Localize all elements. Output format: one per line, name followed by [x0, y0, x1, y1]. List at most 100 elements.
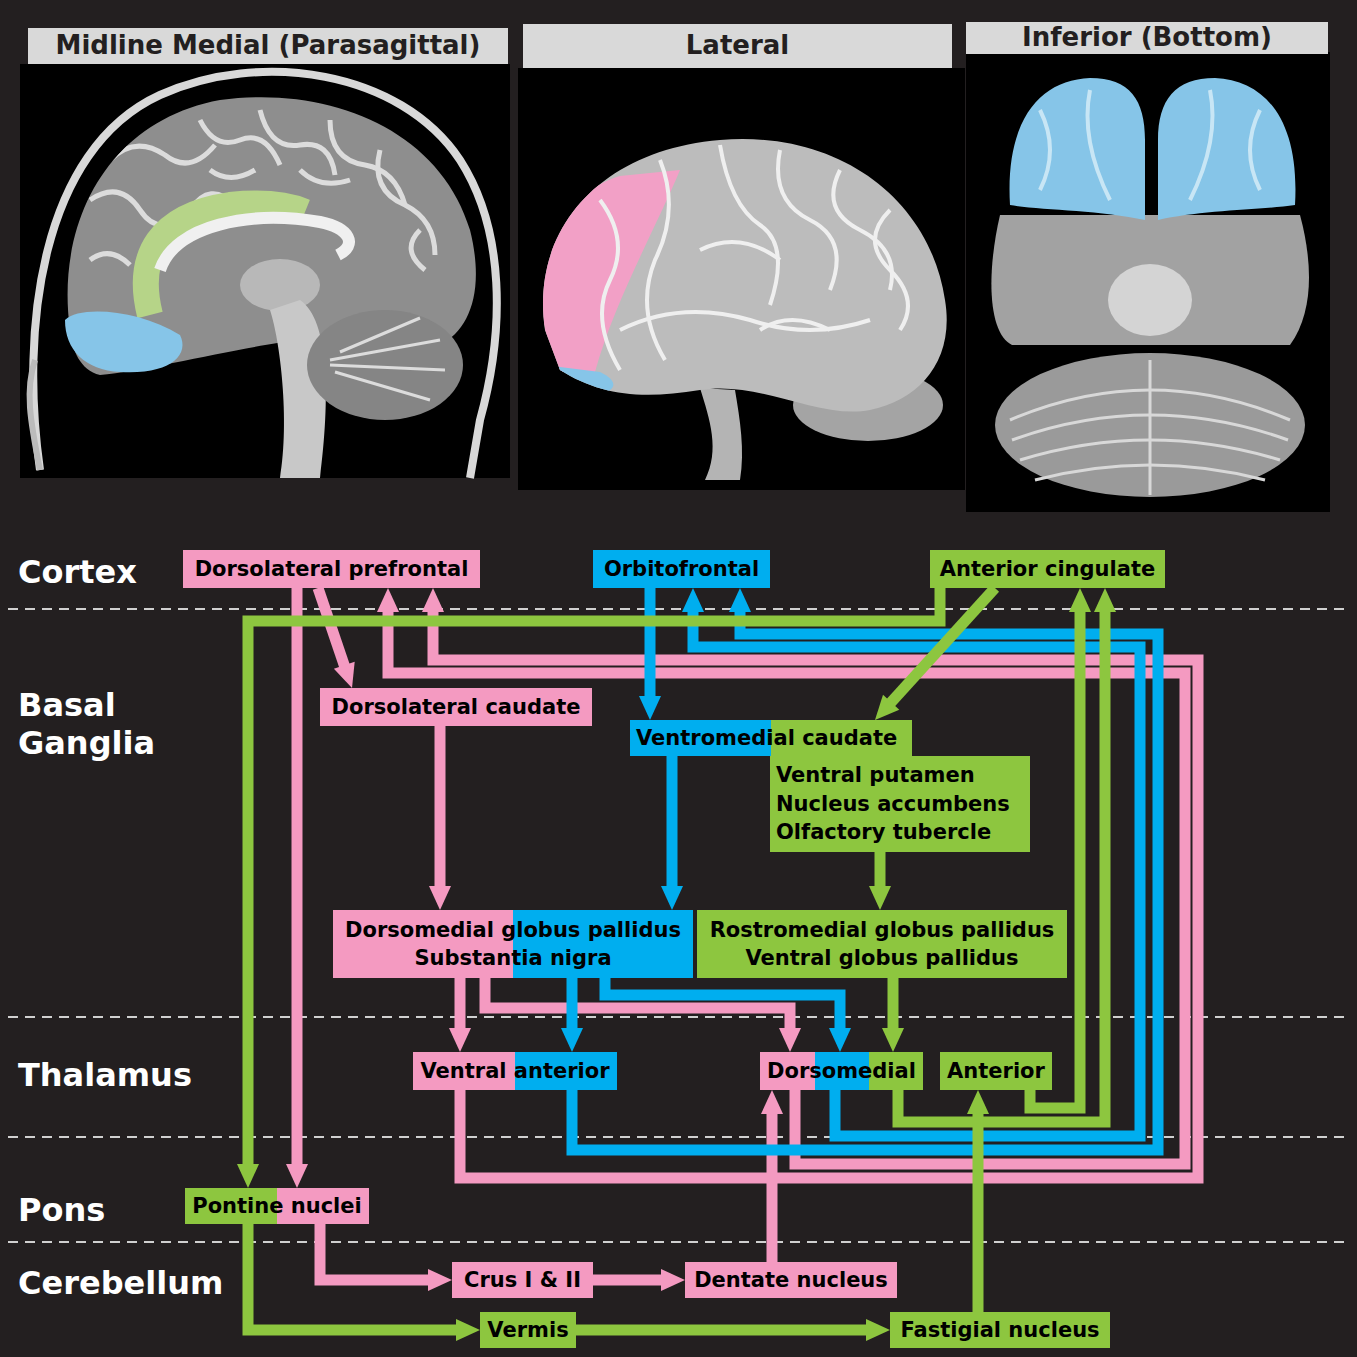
- arrow-head: [869, 886, 891, 910]
- region-box: Anterior cingulate: [930, 550, 1165, 588]
- region-box: Anterior: [940, 1052, 1052, 1090]
- region-label: Crus I & II: [464, 1266, 581, 1294]
- brain-shape: [1010, 78, 1145, 220]
- brain-shape: [542, 145, 908, 394]
- connector-arrow: [561, 978, 583, 1052]
- connector-line: [593, 1275, 663, 1286]
- panel-lateral: [518, 68, 965, 490]
- brain-shape: [300, 170, 350, 183]
- arrow-head: [237, 1164, 259, 1188]
- arrow-head: [967, 1090, 989, 1114]
- panel-title: Midline Medial (Parasagittal): [56, 30, 481, 61]
- arrow-head: [761, 1090, 783, 1114]
- arrow-head: [639, 696, 661, 720]
- region-box: Orbitofrontal: [593, 550, 770, 588]
- connector-line: [248, 1224, 458, 1330]
- arrow-head: [429, 886, 451, 910]
- connector-arrow: [572, 588, 1158, 1150]
- region-label: Ventromedial caudate: [636, 724, 897, 752]
- connector-line: [693, 610, 1140, 1136]
- connector-line: [1030, 610, 1080, 1108]
- region-box: Pontine nuclei: [185, 1188, 369, 1224]
- connector-line: [455, 978, 466, 1030]
- connector-line: [605, 978, 840, 1030]
- connector-line: [645, 588, 656, 698]
- region-label: Pontine nuclei: [192, 1192, 362, 1220]
- connector-line: [572, 610, 1158, 1150]
- region-box: Dorsolateral prefrontal: [183, 550, 480, 588]
- brain-shape: [875, 210, 908, 330]
- connector-line: [888, 978, 899, 1030]
- level-label: Thalamus: [18, 1056, 318, 1094]
- connector-arrow: [639, 588, 661, 720]
- connector-arrow: [898, 588, 1116, 1122]
- arrow-head: [661, 886, 683, 910]
- brain-shape: [620, 312, 870, 330]
- panel-inferior: [966, 52, 1330, 512]
- region-box: Dorsomedial globus pallidusSubstantia ni…: [333, 910, 693, 978]
- brain-shape: [240, 259, 320, 311]
- region-box: Ventral putamenNucleus accumbensOlfactor…: [770, 756, 1030, 852]
- connector-arrow: [869, 852, 891, 910]
- region-box: Fastigial nucleus: [890, 1312, 1110, 1348]
- arrow-head: [561, 1028, 583, 1052]
- arrow-head: [682, 588, 704, 612]
- connector-arrow: [377, 588, 1185, 1164]
- brain-shape: [30, 360, 40, 470]
- connector-line: [248, 588, 940, 1166]
- region-box: Vermis: [480, 1312, 576, 1348]
- region-label: Orbitofrontal: [604, 555, 759, 583]
- brain-shape: [647, 160, 669, 360]
- brain-shape: [1158, 78, 1295, 220]
- arrow-head: [1094, 588, 1116, 612]
- connector-line: [875, 852, 886, 888]
- region-label: Anterior: [947, 1057, 1045, 1085]
- region-label: Olfactory tubercle: [776, 818, 991, 846]
- connector-line: [567, 978, 578, 1030]
- connector-arrow: [682, 588, 1140, 1136]
- region-label: Dorsomedial: [767, 1057, 916, 1085]
- connector-arrow: [761, 1090, 783, 1262]
- brain-shape: [307, 310, 463, 420]
- arrow-head: [377, 588, 399, 612]
- region-box: Rostromedial globus pallidusVentral glob…: [697, 910, 1067, 978]
- brain-shape: [8, 1241, 1345, 1243]
- arrow-head: [866, 1319, 890, 1341]
- level-divider: [8, 609, 1345, 1242]
- connector-arrow: [248, 1224, 480, 1341]
- brain-shape: [20, 64, 510, 478]
- connector-arrow: [605, 978, 851, 1052]
- connector-line: [667, 756, 678, 888]
- region-label: Dorsolateral caudate: [332, 693, 581, 721]
- region-label: Ventral globus pallidus: [745, 944, 1018, 972]
- region-box: Ventromedial caudate: [630, 720, 912, 756]
- arrow-head: [829, 1028, 851, 1052]
- arrow-head: [428, 1269, 452, 1291]
- level-label: Cortex: [18, 553, 318, 591]
- brain-shape: [833, 170, 892, 290]
- brain-shape: [1149, 360, 1152, 495]
- arrow-head: [334, 662, 355, 688]
- region-label: Dorsolateral prefrontal: [195, 555, 469, 583]
- arrow-head: [875, 695, 899, 720]
- header-bar: Inferior (Bottom): [966, 22, 1328, 54]
- brain-shape: [1088, 90, 1111, 200]
- brain-shape: [991, 215, 1309, 345]
- brain-shape: [778, 150, 837, 290]
- brain-shape: [1108, 264, 1192, 336]
- brain-shape: [260, 110, 335, 175]
- connector-arrow: [320, 1224, 452, 1291]
- region-box: Dentate nucleus: [685, 1262, 897, 1298]
- brain-shape: [600, 200, 620, 370]
- brain-shape: [1040, 90, 1260, 200]
- region-label: Dentate nucleus: [694, 1266, 888, 1294]
- connector-arrow: [485, 978, 801, 1052]
- connector-line: [485, 978, 790, 1030]
- level-label: Pons: [18, 1191, 318, 1229]
- panel-title: Lateral: [686, 30, 789, 61]
- brain-shape: [1010, 360, 1290, 495]
- connector-line: [576, 1325, 868, 1336]
- connector-arrow: [593, 1269, 685, 1291]
- connector-arrow: [576, 1319, 890, 1341]
